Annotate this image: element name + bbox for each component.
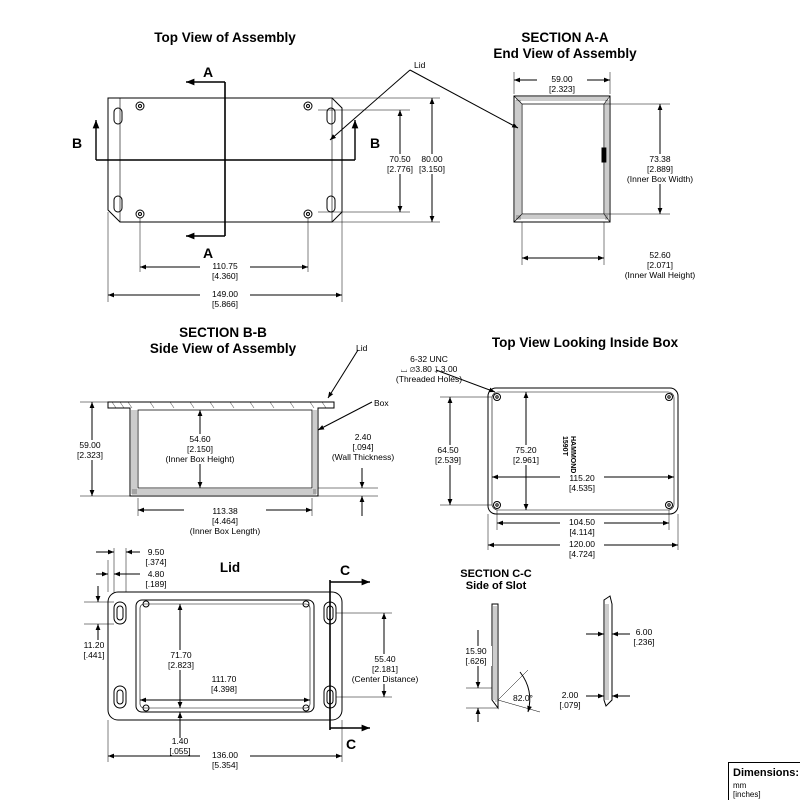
top-inside-title: Top View Looking Inside Box — [491, 335, 679, 350]
dim-lid-480: 4.80[.189] — [145, 569, 167, 589]
section-cc-title-line2: Side of Slot — [465, 580, 527, 592]
box-callout-bb: Box — [374, 398, 389, 408]
section-bb-hatch — [111, 401, 327, 409]
section-a-label-bottom: A — [203, 245, 214, 261]
top-view-slots — [113, 107, 336, 213]
dim-lid-11170: 111.70[4.398] — [204, 674, 244, 694]
dim-top-11075: 110.75[4.360] — [200, 261, 250, 281]
lid-callout-bb: Lid — [356, 343, 368, 353]
logo-line1: HAMMOND — [569, 436, 576, 474]
hammond-logo: HAMMOND 1590T — [560, 436, 576, 473]
dim-inside-thread: 6-32 UNC⌴ ∅3.80 ↧ 3.00(Threaded Holes) — [395, 354, 463, 384]
dim-aa-5260: 52.60[2.071](Inner Wall Height) — [624, 250, 696, 280]
section-aa-drawing — [513, 72, 670, 265]
section-c-label-top: C — [340, 562, 351, 578]
dim-bb-5460: 54.60[2.150](Inner Box Height) — [160, 434, 240, 464]
dim-lid-136: 136.00[5.354] — [200, 750, 250, 770]
dim-bb-59: 59.00[2.323] — [72, 440, 108, 460]
dim-cc-1590: 15.90[.626] — [460, 646, 492, 666]
inside-threaded-holes — [493, 393, 673, 509]
section-cc-drawing — [466, 595, 630, 722]
dim-aa-7338: 73.38[2.889](Inner Box Width) — [624, 154, 696, 184]
section-b-label-right: B — [370, 135, 381, 151]
dim-bb-240: 2.40[.094](Wall Thickness) — [330, 432, 396, 462]
dim-lid-5540: 55.40[2.181](Center Distance) — [350, 654, 420, 684]
legend-title: Dimensions: — [733, 767, 800, 779]
lid-drawing — [84, 548, 392, 762]
section-c-label-bottom: C — [346, 736, 357, 752]
dim-cc-200: 2.00[.079] — [559, 690, 581, 710]
dim-inside-11520: 115.20[4.535] — [560, 473, 604, 493]
dim-top-149: 149.00[5.866] — [200, 289, 250, 309]
section-aa-title-line2: End View of Assembly — [493, 46, 637, 61]
dim-inside-120: 120.00[4.724] — [560, 539, 604, 559]
dim-lid-950: 9.50[.374] — [145, 547, 167, 567]
dim-inside-7520: 75.20[2.961] — [508, 445, 544, 465]
section-bb-drawing — [80, 349, 378, 516]
dim-inside-6450: 64.50[2.539] — [430, 445, 466, 465]
dim-top-59: 59.00[2.323] — [537, 74, 587, 94]
lid-title: Lid — [219, 560, 241, 575]
dim-cc-600: 6.00[.236] — [633, 627, 655, 647]
legend-unit-mm: mm — [733, 781, 747, 790]
section-bb-title-line2: Side View of Assembly — [149, 341, 297, 356]
dim-inside-10450: 104.50[4.114] — [560, 517, 604, 537]
section-cc-title: SECTION C-C Side of Slot — [446, 568, 546, 592]
dimensions-legend: Dimensions: mm [inches] — [728, 762, 800, 800]
section-aa-title: SECTION A-A End View of Assembly — [480, 30, 650, 62]
section-bb-title-line1: SECTION B-B — [179, 325, 267, 340]
dim-lid-1120: 11.20[.441] — [83, 640, 105, 660]
dim-lid-140: 1.40[.055] — [169, 736, 191, 756]
dim-top-80: 80.00[3.150] — [414, 154, 450, 174]
lid-holes — [142, 600, 310, 712]
dim-top-7050: 70.50[2.776] — [382, 154, 418, 174]
section-bb-title: SECTION B-B Side View of Assembly — [138, 325, 308, 357]
dim-bb-11338: 113.38[4.464](Inner Box Length) — [184, 506, 266, 536]
section-cc-title-line1: SECTION C-C — [460, 568, 532, 580]
section-aa-title-line1: SECTION A-A — [521, 30, 609, 45]
section-b-label-left: B — [72, 135, 83, 151]
dim-lid-7170: 71.70[2.823] — [164, 650, 198, 670]
section-a-label-top: A — [203, 64, 214, 80]
top-view-title: Top View of Assembly — [154, 30, 296, 45]
logo-line2: 1590T — [561, 436, 568, 456]
top-inside-drawing — [435, 369, 679, 550]
lid-callout-top: Lid — [414, 60, 426, 70]
legend-unit-inches: [inches] — [733, 790, 761, 799]
dim-cc-82: 82.0° — [513, 693, 533, 703]
top-view-drawing — [92, 69, 519, 302]
